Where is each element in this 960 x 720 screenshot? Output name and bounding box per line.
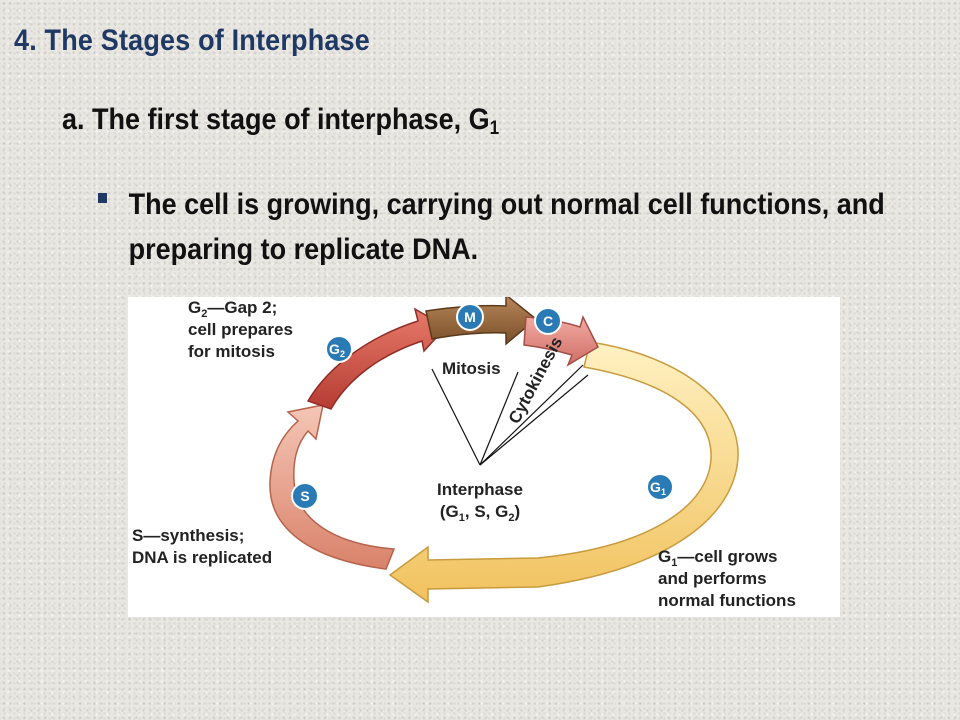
square-bullet-icon [98,193,107,203]
interphase-label-sub1: 1 [459,512,465,524]
g1-label-sub: 1 [671,557,677,569]
subheading: a. The first stage of interphase, G1 [62,103,499,140]
badge-g1-sub: 1 [661,487,666,497]
g2-label: G2—Gap 2; cell prepares for mitosis [188,298,293,361]
cycle-ring [269,297,739,604]
svg-text:G2—Gap 2;: G2—Gap 2; [188,298,277,320]
pointer-lines [431,364,589,466]
g2-label-sub: 2 [201,308,207,320]
svg-text:G1: G1 [650,479,666,497]
interphase-label-c: ) [514,502,520,521]
svg-text:G1—cell grows: G1—cell grows [658,547,778,569]
bullet-item: The cell is growing, carrying out normal… [98,182,944,272]
g2-phase-arrow [306,307,448,410]
g1-label-g: G [658,547,671,566]
badge-g1-main: G [650,479,661,495]
subheading-subscript: 1 [489,118,500,139]
pointer-line [479,374,589,466]
interphase-label-a: (G [440,502,459,521]
badge-m: M [456,303,484,331]
badge-s-text: S [300,488,309,504]
s-label: S—synthesis; DNA is replicated [132,526,272,567]
g1-label-line3: normal functions [658,591,796,610]
g1-phase-arrow [388,341,739,604]
svg-text:(G1, S, G2): (G1, S, G2) [440,502,520,524]
g1-label-rest: —cell grows [677,547,777,566]
badge-g2-sub: 2 [340,349,345,359]
badge-g2-main: G [329,341,340,357]
pointer-line [479,371,519,466]
g1-label-line2: and performs [658,569,767,588]
cell-cycle-diagram: M C G2 S G1 G2—Gap 2; cell prepares for … [128,297,840,617]
s-label-line2: DNA is replicated [132,548,272,567]
interphase-label: Interphase (G1, S, G2) [437,480,523,524]
interphase-label-b: , S, G [465,502,508,521]
g2-label-rest: —Gap 2; [207,298,277,317]
g2-label-line3: for mitosis [188,342,275,361]
badge-g2: G2 [325,335,353,363]
interphase-label-sub2: 2 [508,512,514,524]
bullet-text: The cell is growing, carrying out normal… [128,188,885,266]
cell-cycle-svg: M C G2 S G1 G2—Gap 2; cell prepares for … [132,297,796,610]
g2-label-line2: cell prepares [188,320,293,339]
badge-m-text: M [464,309,476,325]
badge-c: C [534,307,562,335]
pointer-line [431,368,481,466]
svg-text:G2: G2 [329,341,345,359]
badge-g1: G1 [646,473,674,501]
badge-s: S [291,482,319,510]
subheading-text: a. The first stage of interphase, G [62,103,490,136]
g1-label: G1—cell grows and performs normal functi… [658,547,796,610]
pointer-line [479,364,584,466]
g2-label-g: G [188,298,201,317]
badge-c-text: C [543,313,553,329]
s-label-line1: S—synthesis; [132,526,244,545]
slide-title: 4. The Stages of Interphase [14,24,370,57]
s-phase-arrow [269,404,396,570]
interphase-label-line1: Interphase [437,480,523,499]
mitosis-label: Mitosis [442,359,501,378]
